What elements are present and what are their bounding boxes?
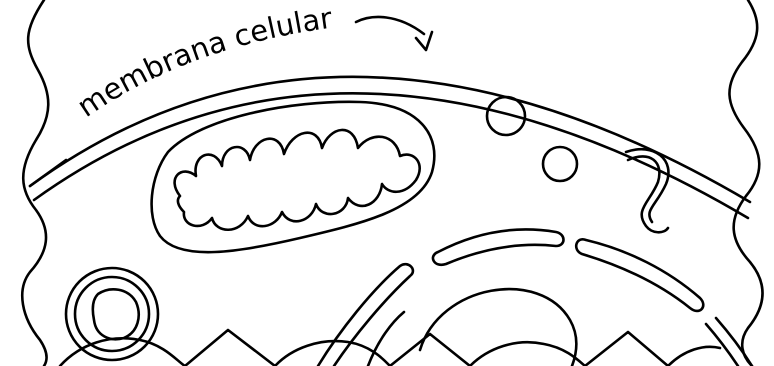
label-pointer-arrow xyxy=(356,17,432,50)
vesicle-mid xyxy=(543,147,577,181)
er-capsule-right xyxy=(576,239,703,311)
bottom-wavy-edge xyxy=(60,330,720,366)
vacuole-outer-ring xyxy=(66,268,158,360)
mitochondrion-outer xyxy=(152,102,435,252)
tubule-inner xyxy=(626,149,668,222)
tubule-outer xyxy=(628,156,668,232)
nucleus-dome xyxy=(420,289,576,366)
er-capsule-center xyxy=(433,229,564,264)
vacuole-core xyxy=(93,289,139,339)
right-wavy-edge xyxy=(729,0,762,366)
